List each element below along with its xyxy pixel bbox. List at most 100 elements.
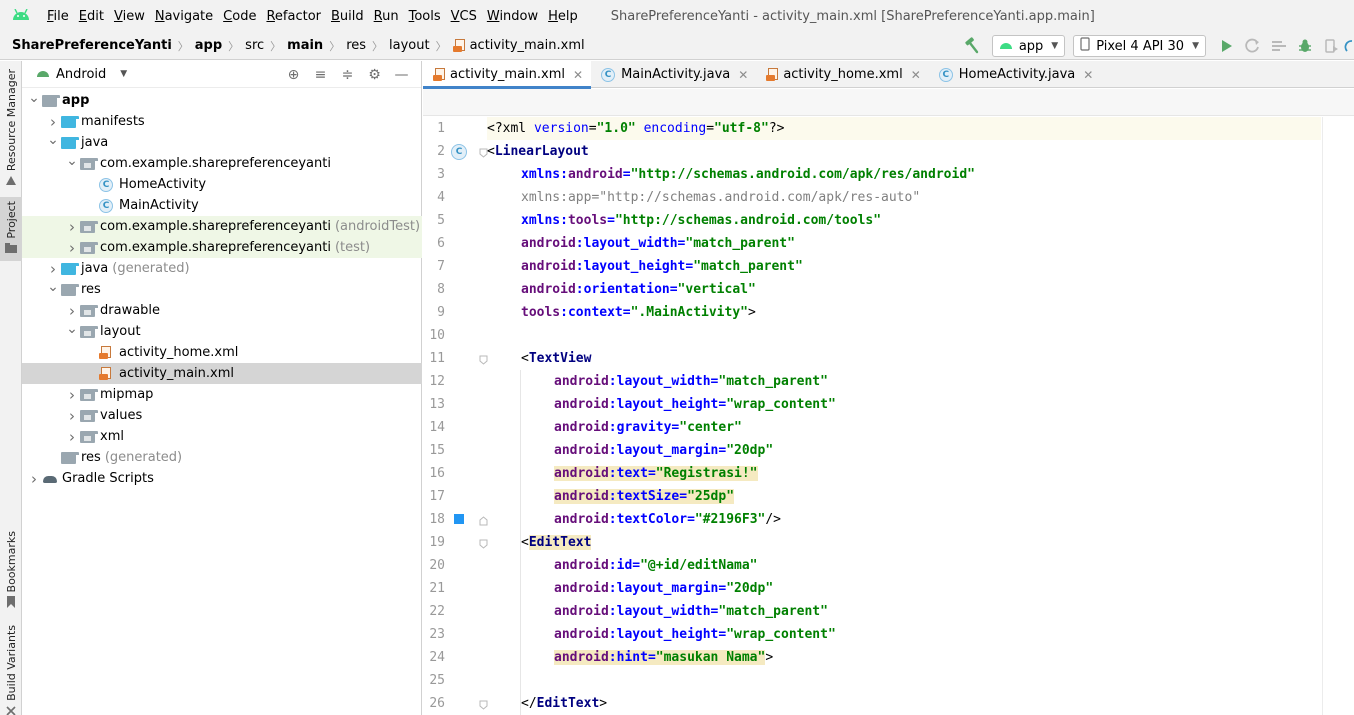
code-line-23: android:layout_height="wrap_content"	[554, 627, 836, 642]
hammer-icon[interactable]	[962, 36, 982, 56]
close-icon[interactable]: ✕	[573, 67, 584, 82]
chevron-down-icon[interactable]: ⌄	[66, 320, 78, 337]
locate-icon[interactable]: ⊕	[287, 66, 300, 83]
editor-breadcrumb-strip	[423, 89, 1354, 116]
menu-item[interactable]: Window	[484, 9, 545, 24]
resource-manager-tab[interactable]: Resource Manager	[0, 69, 22, 191]
chevron-right-icon[interactable]: ›	[69, 217, 75, 236]
debug-icon[interactable]	[1292, 35, 1318, 57]
gear-icon[interactable]: ⚙	[368, 66, 381, 83]
sync-icon[interactable]	[1344, 35, 1354, 57]
tree-row[interactable]: ›com.example.sharepreferenceyanti(androi…	[22, 216, 422, 237]
menu-item[interactable]: Refactor	[263, 9, 328, 24]
menu-item[interactable]: Tools	[406, 9, 448, 24]
tree-row[interactable]: activity_home.xml	[22, 342, 422, 363]
chevron-right-icon[interactable]: ›	[50, 112, 56, 131]
breadcrumb-project[interactable]: SharePreferenceYanti	[12, 38, 172, 53]
code-editor[interactable]: <?xml version="1.0" encoding="utf-8"?> <…	[487, 117, 1354, 715]
close-icon[interactable]: ✕	[738, 67, 749, 82]
device-select[interactable]: Pixel 4 API 30 ▼	[1073, 35, 1206, 57]
breadcrumb-res[interactable]: res	[346, 38, 367, 53]
chevron-right-icon[interactable]: ›	[31, 469, 37, 488]
menu-mnemonic: F	[47, 8, 54, 24]
project-tab-label: Project	[4, 200, 18, 239]
breadcrumb-file[interactable]: activity_main.xml	[469, 38, 585, 53]
tree-row[interactable]: ›manifests	[22, 111, 422, 132]
tree-row[interactable]: ›java(generated)	[22, 258, 422, 279]
close-icon[interactable]: ✕	[910, 67, 921, 82]
menu-item[interactable]: Run	[371, 9, 406, 24]
chevron-right-icon[interactable]: ›	[50, 259, 56, 278]
folder-icon	[80, 157, 98, 170]
line-number: 1	[437, 121, 445, 136]
breadcrumb-main[interactable]: main	[287, 38, 324, 53]
tree-row[interactable]: ›drawable	[22, 300, 422, 321]
minimize-icon[interactable]: —	[394, 66, 409, 83]
line-number: 15	[429, 443, 445, 458]
tree-row[interactable]: ›Gradle Scripts	[22, 468, 422, 489]
menu-item[interactable]: Help	[545, 9, 585, 24]
tree-row[interactable]: activity_main.xml	[22, 363, 422, 384]
expand-all-icon[interactable]: ≡	[314, 66, 327, 83]
menu-item[interactable]: Build	[328, 9, 371, 24]
menu-item[interactable]: Code	[220, 9, 263, 24]
fold-icon[interactable]	[479, 515, 488, 530]
tree-row[interactable]: ⌄com.example.sharepreferenceyanti	[22, 153, 422, 174]
run-icon[interactable]	[1214, 35, 1240, 57]
tree-row[interactable]: ⌄layout	[22, 321, 422, 342]
fold-icon[interactable]	[479, 538, 488, 553]
view-mode-select[interactable]: Android	[56, 66, 107, 82]
chevron-right-icon[interactable]: ›	[69, 385, 75, 404]
menu-item[interactable]: View	[111, 9, 152, 24]
chevron-down-icon[interactable]: ⌄	[47, 131, 59, 148]
class-icon[interactable]: C	[451, 144, 467, 160]
menu-item[interactable]: Navigate	[152, 9, 220, 24]
build-variants-tab[interactable]: Build Variants	[0, 625, 22, 715]
menu-mnemonic: B	[331, 8, 340, 24]
breadcrumb-layout[interactable]: layout	[389, 38, 430, 53]
tab-home-activity-java[interactable]: C HomeActivity.java ✕	[929, 61, 1102, 88]
tree-row[interactable]: ⌄java	[22, 132, 422, 153]
tree-row[interactable]: ⌄res	[22, 279, 422, 300]
line-number: 18	[429, 512, 445, 527]
chevron-right-icon[interactable]: ›	[69, 301, 75, 320]
chevron-down-icon[interactable]: ⌄	[66, 152, 78, 169]
menu-item[interactable]: Edit	[76, 9, 111, 24]
line-number: 16	[429, 466, 445, 481]
breadcrumb-src[interactable]: src	[245, 38, 265, 53]
menu-mnemonic: H	[548, 8, 558, 24]
profile-icon[interactable]	[1266, 35, 1292, 57]
menu-item[interactable]: VCS	[448, 9, 484, 24]
chevron-down-icon[interactable]: ⌄	[28, 89, 40, 106]
chevron-right-icon[interactable]: ›	[69, 427, 75, 446]
chevron-right-icon[interactable]: ›	[69, 406, 75, 425]
tree-row[interactable]: ›mipmap	[22, 384, 422, 405]
fold-icon[interactable]	[479, 147, 488, 162]
close-icon[interactable]: ✕	[1083, 67, 1094, 82]
project-tab[interactable]: Project	[0, 197, 22, 261]
fold-icon[interactable]	[479, 354, 488, 369]
rerun-icon[interactable]	[1240, 35, 1266, 57]
bookmarks-tab[interactable]: Bookmarks	[0, 531, 22, 612]
attach-icon[interactable]	[1318, 35, 1344, 57]
tab-activity-main-xml[interactable]: activity_main.xml ✕	[423, 61, 592, 89]
breadcrumb-module[interactable]: app	[194, 38, 223, 53]
chevron-down-icon[interactable]: ▼	[120, 69, 128, 79]
chevron-right-icon[interactable]: ›	[69, 238, 75, 257]
color-swatch-icon[interactable]	[454, 514, 464, 524]
tree-row[interactable]: ›values	[22, 405, 422, 426]
fold-icon[interactable]	[479, 699, 488, 714]
collapse-all-icon[interactable]: ≑	[341, 66, 354, 83]
tree-row[interactable]: res(generated)	[22, 447, 422, 468]
run-config-select[interactable]: app ▼	[991, 35, 1066, 57]
tree-row[interactable]: ⌄app	[22, 90, 422, 111]
chevron-down-icon[interactable]: ⌄	[47, 278, 59, 295]
tree-row[interactable]: ›com.example.sharepreferenceyanti(test)	[22, 237, 422, 258]
tree-row[interactable]: ›xml	[22, 426, 422, 447]
tab-main-activity-java[interactable]: C MainActivity.java ✕	[591, 61, 756, 88]
tab-activity-home-xml[interactable]: activity_home.xml ✕	[756, 61, 928, 88]
menu-item[interactable]: File	[44, 9, 76, 24]
